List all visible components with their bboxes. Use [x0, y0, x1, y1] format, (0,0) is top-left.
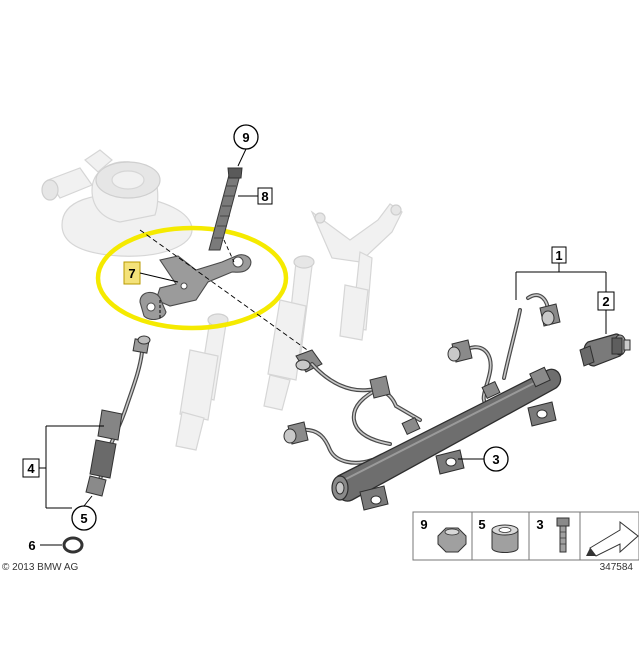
callout-1: 1: [515, 246, 607, 300]
injectors-ghost: [175, 203, 403, 451]
callout-9-label: 9: [242, 130, 249, 145]
highlight-ellipse: [95, 225, 289, 331]
callout-4: 4: [22, 425, 104, 509]
seal-ring-part-6: [62, 536, 84, 554]
legend-item-nut: 9: [420, 517, 467, 553]
direction-arrow-icon: [586, 520, 639, 557]
legend-panel: 9 5 3: [412, 511, 639, 561]
callout-4-label: 4: [27, 461, 35, 476]
injector-feed-pipes: [283, 293, 561, 465]
legend-label: 3: [536, 517, 543, 532]
legend-item-bolt: 3: [536, 517, 570, 553]
callout-2: 2: [597, 291, 615, 334]
high-pressure-line-part-4: [85, 335, 151, 497]
callout-1-label: 1: [555, 248, 562, 263]
legend-label: 5: [478, 517, 485, 532]
diagram-number: 347584: [600, 562, 634, 573]
callout-8: 8: [238, 187, 273, 205]
callout-7-label: 7: [128, 266, 135, 281]
callout-6: 6: [28, 538, 62, 553]
stud-bolt-part-8: [208, 167, 243, 251]
copyright-text: © 2013 BMW AG: [2, 562, 79, 573]
callout-9: 9: [233, 124, 259, 167]
fuel-rail-part-1: [331, 366, 562, 511]
callout-5: 5: [71, 495, 97, 531]
callout-7: 7: [123, 261, 179, 285]
callout-3-label: 3: [492, 452, 499, 467]
callout-6-label: 6: [28, 538, 35, 553]
pressure-sensor-part-2: [579, 333, 631, 367]
bracket-part-7: [139, 254, 252, 321]
callout-2-label: 2: [602, 294, 609, 309]
callout-3: 3: [458, 446, 509, 472]
callout-8-label: 8: [261, 189, 268, 204]
legend-label: 9: [420, 517, 427, 532]
alignment-line-1: [139, 229, 311, 353]
legend-item-sleeve: 5: [478, 517, 519, 553]
callout-5-label: 5: [80, 511, 87, 526]
high-pressure-pump-ghost: [41, 149, 193, 257]
